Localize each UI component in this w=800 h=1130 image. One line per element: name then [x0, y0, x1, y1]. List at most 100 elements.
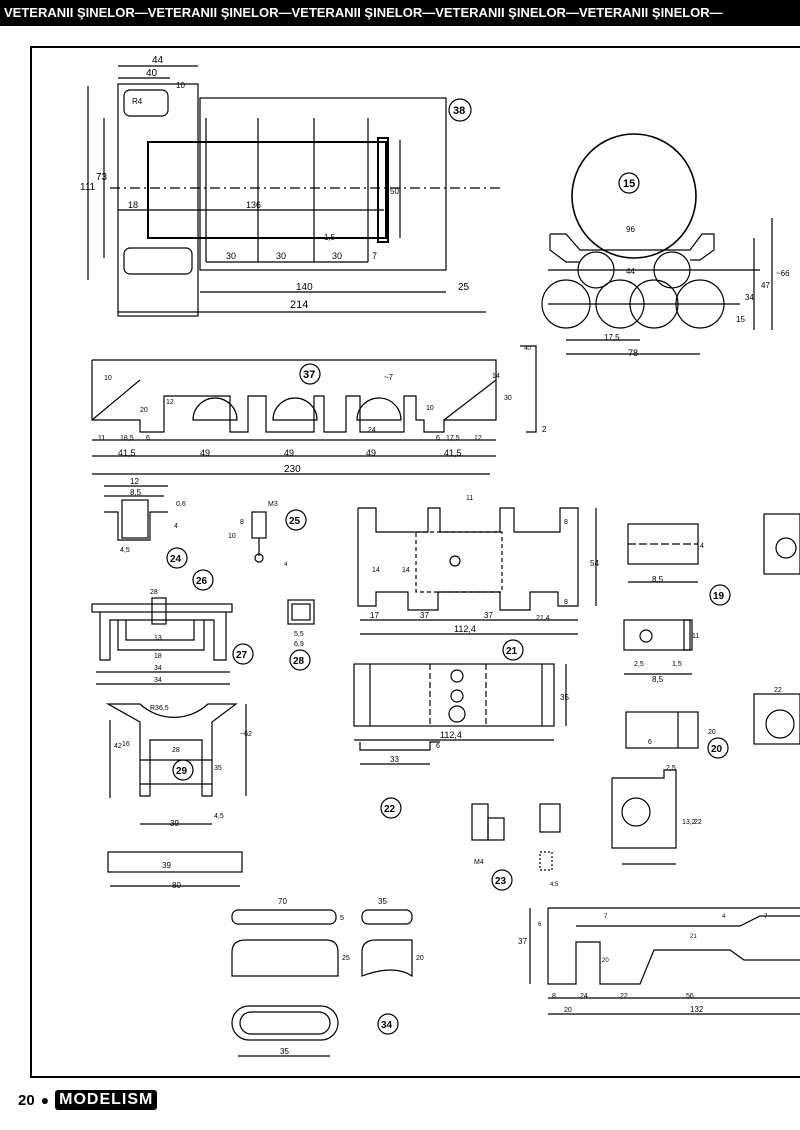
part-34-dim-70: 70 — [278, 897, 287, 906]
part-15-drawing — [541, 133, 773, 355]
part-23-drawing — [471, 803, 561, 891]
part-34-number: 34 — [381, 1020, 393, 1031]
part-29-dim-16: 16 — [122, 741, 130, 748]
part-20-dim-22a: 22 — [774, 687, 782, 694]
part-34-dim-20: 20 — [416, 955, 424, 962]
part-21-dim-17: 17 — [370, 611, 379, 620]
part-24-number: 24 — [170, 554, 182, 565]
part-20-dim-22b: 22 — [694, 819, 702, 826]
right-dim-24: 24 — [580, 993, 588, 1000]
part-15-dim-17-5: 17,5 — [604, 333, 620, 342]
part-15-dim-15: 15 — [736, 315, 745, 324]
page-header-banner: VETERANII ŞINELOR—VETERANII ŞINELOR—VETE… — [0, 0, 800, 26]
part-28-dim-5-5: 5,5 — [294, 631, 304, 638]
part-24-dim-0-6: 0,6 — [176, 501, 186, 508]
part-27-number: 27 — [236, 650, 248, 661]
part-38-dim-73: 73 — [96, 172, 108, 183]
part-24-dim-12: 12 — [130, 477, 139, 486]
part-25-drawing — [251, 509, 307, 563]
part-38-dim-30c: 30 — [332, 251, 342, 261]
part-29-dim-4-5: 4,5 — [214, 813, 224, 820]
part-24-dim-4: 4 — [174, 523, 178, 530]
part-25-number: 25 — [289, 516, 301, 527]
part-19-dim-8-5: 8,5 — [652, 575, 664, 584]
part-21-dim-54: 54 — [590, 559, 599, 568]
part-38-dim-25: 25 — [458, 282, 470, 293]
part-23-number: 23 — [495, 876, 507, 887]
right-dim-7b: 7 — [764, 914, 768, 920]
part-21-drawing — [357, 507, 597, 661]
part-20-dim-2-5: 2,5 — [666, 765, 676, 772]
part-28-number: 28 — [293, 656, 305, 667]
part-29-dim-35: 35 — [214, 765, 222, 772]
part-37-dim-10: 10 — [104, 375, 112, 382]
part-38-dim-111: 111 — [80, 182, 96, 193]
part-37-dim-230: 230 — [284, 464, 301, 475]
part-37-drawing — [91, 345, 537, 475]
part-37-dim-18-5: 18,5 — [120, 435, 134, 442]
right-dim-6: 6 — [538, 922, 542, 928]
part-20-dim-20: 20 — [708, 729, 716, 736]
part-29-dim-39: 39 — [170, 819, 179, 828]
part-28-dim-6-9: 6,9 — [294, 641, 304, 648]
part-37-dim-7: ~7 — [384, 373, 394, 382]
part-21-dim-37b: 37 — [484, 611, 493, 620]
part-21-dim-8b: 8 — [564, 599, 568, 606]
part-21-dim-8: 8 — [564, 519, 568, 526]
part-37-dim-6: 6 — [146, 435, 150, 442]
part-29-dim-62: ~62 — [240, 731, 252, 738]
part-37-dim-41-5b: 41,5 — [444, 448, 462, 458]
part-19-dim-1-5: 1,5 — [672, 661, 682, 668]
right-profile-drawing — [529, 907, 800, 1015]
right-dim-21: 21 — [690, 934, 697, 940]
right-dim-37: 37 — [518, 937, 527, 946]
right-dim-20: 20 — [602, 958, 609, 964]
part-29-drawing — [105, 703, 247, 887]
magazine-logo: MODELISM — [55, 1090, 158, 1110]
part-21-number: 21 — [506, 646, 518, 657]
part-37-dim-12: 12 — [166, 399, 174, 406]
part-37-dim-40: 40 — [524, 346, 531, 352]
part-22-number: 22 — [384, 804, 396, 815]
part-21b-drawing — [353, 663, 567, 741]
part-28-drawing — [287, 599, 315, 671]
part-27-dim-18: 18 — [154, 653, 162, 660]
part-37-dim-41-5: 41,5 — [118, 448, 136, 458]
part-27-dim-28: 28 — [150, 589, 158, 596]
part-29-dim-28: 28 — [172, 747, 180, 754]
right-dim-20b: 20 — [564, 1007, 572, 1014]
part-20-drawing — [611, 693, 800, 865]
part-20-dim-6: 6 — [648, 739, 652, 746]
part-37-number: 37 — [303, 369, 315, 381]
right-dim-132: 132 — [690, 1005, 704, 1014]
part-20-number: 20 — [711, 744, 723, 755]
bullet-separator: ● — [40, 1092, 50, 1108]
part-21-dim-11: 11 — [466, 495, 473, 502]
part-38-dim-50: 50 — [390, 187, 399, 196]
part-19-dim-8-5b: 8,5 — [652, 675, 664, 684]
part-37-dim-49b: 49 — [284, 448, 294, 458]
part-19-dim-4: 4 — [700, 543, 704, 550]
page-number: 20 — [18, 1091, 35, 1109]
part-34-drawing — [231, 909, 413, 1057]
part-19-number: 19 — [713, 591, 725, 602]
part-38-dim-30a: 30 — [226, 251, 236, 261]
part-38-dim-140: 140 — [296, 282, 313, 293]
part-15-dim-44: 44 — [626, 267, 635, 276]
right-dim-8: 8 — [552, 993, 556, 1000]
right-dim-4: 4 — [722, 914, 726, 920]
part-27-dim-13: 13 — [154, 635, 162, 642]
part-38-dim-30b: 30 — [276, 251, 286, 261]
part-37-dim-14: 14 — [492, 373, 500, 380]
part-38-dim-1-5: 1,5 — [324, 233, 336, 242]
part-38-dim-136: 136 — [246, 200, 261, 210]
part-34-dim-35b: 35 — [280, 1047, 289, 1056]
part-29-dim-42: 42 — [114, 743, 122, 750]
part-22-drawing — [359, 741, 440, 819]
drawing-frame — [30, 46, 800, 1078]
part-19-dim-2-5: 2,5 — [634, 661, 644, 668]
part-21-dim-14a: 14 — [372, 567, 380, 574]
part-27-dim-34b: 34 — [154, 677, 162, 684]
part-25-dim-m3: M3 — [268, 501, 278, 508]
